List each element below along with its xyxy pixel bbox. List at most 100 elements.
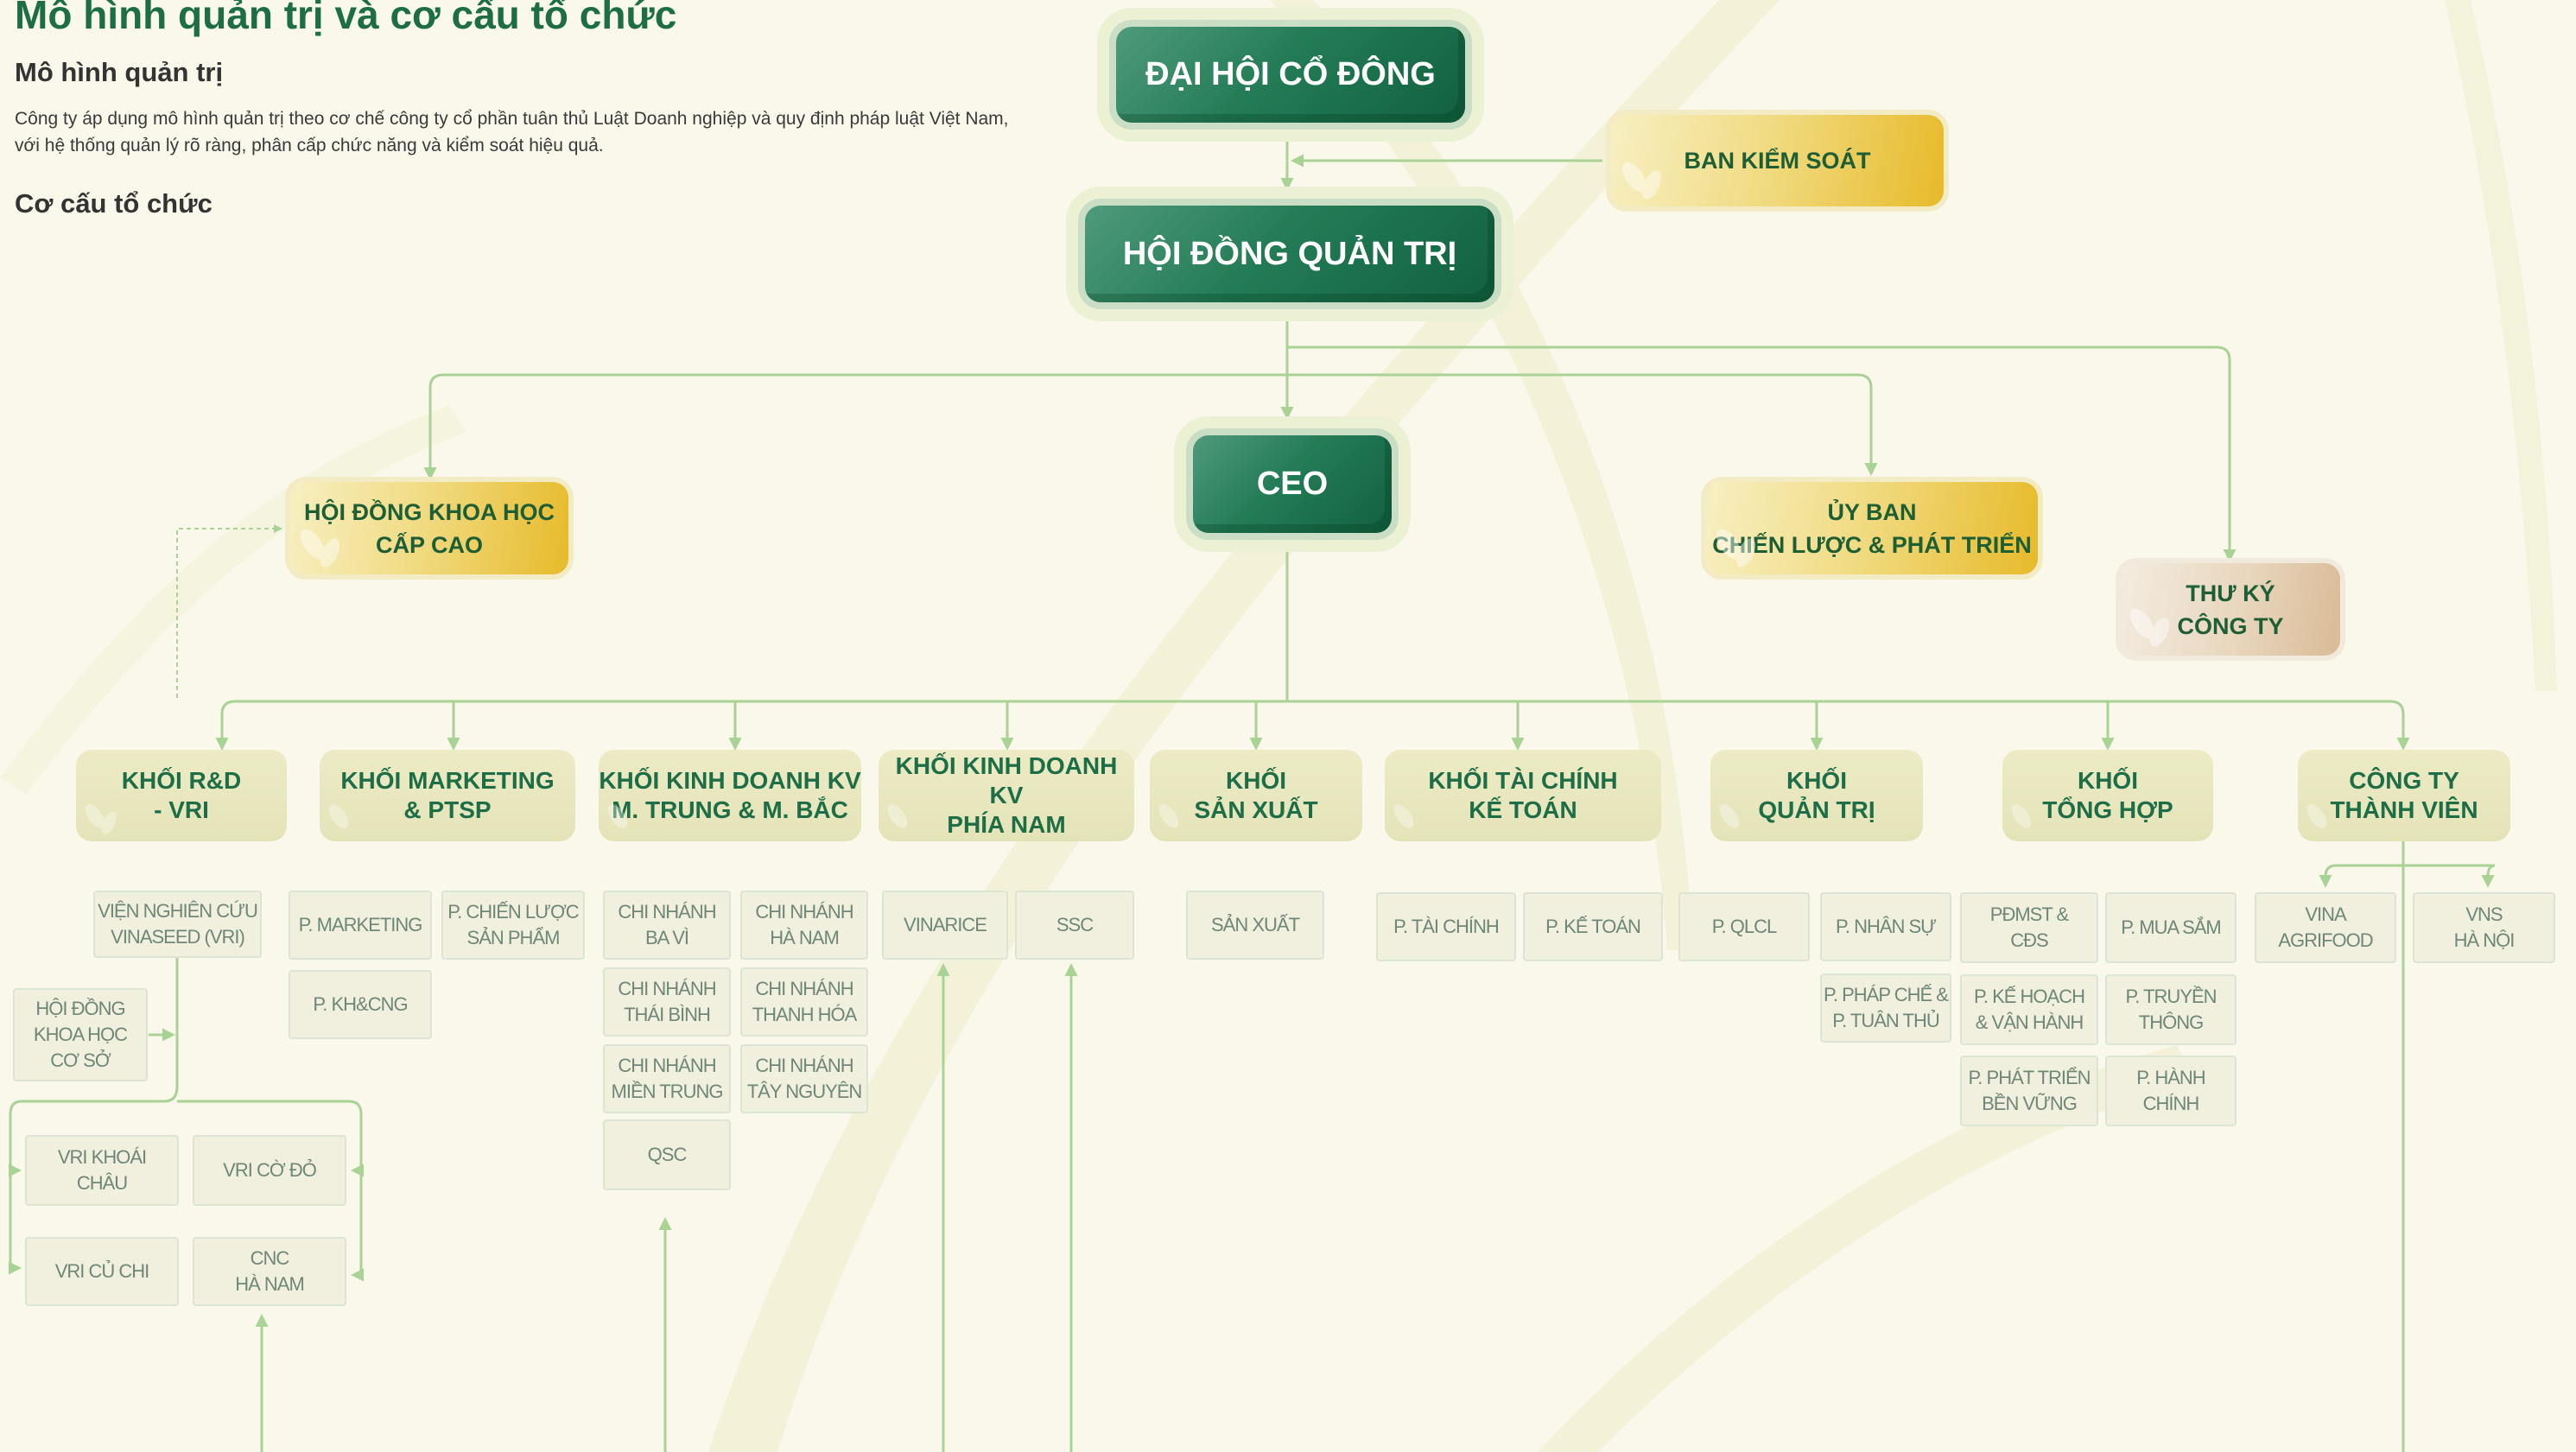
division-sales-north: KHỐI KINH DOANH KV M. TRUNG & M. BẮC [599,750,861,841]
unit-p-truyen-thong: P. TRUYỀN THÔNG [2105,974,2237,1045]
unit-p-marketing-label: P. MARKETING [298,914,423,935]
division-general-label: KHỐI TỔNG HỢP [2042,767,2173,823]
unit-p-phat-trien: P. PHÁT TRIỂN BỀN VỮNG [1960,1056,2098,1126]
unit-vina-agrifood: VINA AGRIFOOD [2255,892,2396,963]
unit-vri-institute-label: VIỆN NGHIÊN CỨU VINASEED (VRI) [98,900,258,948]
unit-pdmst-cds-label: PĐMST & CĐS [1989,904,2069,951]
unit-vri-khoai-chau-label: VRI KHOÁI CHÂU [57,1146,147,1194]
unit-p-phat-trien-label: P. PHÁT TRIỂN BỀN VỮNG [1968,1067,2091,1114]
unit-vns-ha-noi: VNS HÀ NỘI [2413,892,2555,963]
unit-san-xuat: SẢN XUẤT [1186,891,1324,960]
unit-cn-ha-nam-label: CHI NHÁNH HÀ NAM [755,901,853,948]
ceo-box: CEO [1193,435,1392,533]
unit-ssc-label: SSC [1056,914,1094,935]
unit-p-qlcl: P. QLCL [1678,892,1810,961]
unit-p-product-strategy: P. CHIẾN LƯỢC SẢN PHẨM [441,891,585,960]
unit-p-marketing: P. MARKETING [289,891,432,960]
unit-p-hanh-chinh-label: P. HÀNH CHÍNH [2136,1067,2205,1114]
science-council-label: HỘI ĐỒNG KHOA HỌC CẤP CAO [304,498,555,558]
board-label: HỘI ĐỒNG QUẢN TRỊ [1122,235,1457,272]
unit-p-nhan-su: P. NHÂN SỰ [1820,892,1951,961]
shareholders-label: ĐẠI HỘI CỔ ĐÔNG [1145,56,1436,92]
board-box: HỘI ĐỒNG QUẢN TRỊ [1085,206,1494,302]
unit-p-truyen-thong-label: P. TRUYỀN THÔNG [2125,986,2217,1033]
governance-description: Công ty áp dụng mô hình quản trị theo cơ… [15,109,1009,155]
unit-p-phap-che: P. PHÁP CHẾ & P. TUÂN THỦ [1820,973,1951,1043]
division-admin-label: KHỐI QUẢN TRỊ [1758,767,1875,823]
shareholders-box: ĐẠI HỘI CỔ ĐÔNG [1116,27,1465,123]
division-members: CÔNG TY THÀNH VIÊN [2298,750,2510,841]
unit-qsc: QSC [603,1119,731,1190]
unit-p-mua-sam: P. MUA SẮM [2105,892,2237,963]
division-finance: KHỐI TÀI CHÍNH KẾ TOÁN [1385,750,1661,841]
unit-p-ke-toan-label: P. KẾ TOÁN [1545,916,1641,937]
unit-p-nhan-su-label: P. NHÂN SỰ [1836,916,1937,937]
unit-cn-mien-trung-label: CHI NHÁNH MIỀN TRUNG [611,1055,724,1102]
supervisory-label: BAN KIỂM SOÁT [1684,148,1871,174]
unit-qsc-label: QSC [647,1144,688,1165]
unit-vinarice: VINARICE [882,891,1008,960]
secretary-box: THƯ KÝ CÔNG TY [2121,563,2340,656]
unit-p-ke-hoach-label: P. KẾ HOẠCH & VẬN HÀNH [1974,986,2085,1033]
unit-cn-thanh-hoa-label: CHI NHÁNH THANH HÓA [752,978,858,1025]
unit-san-xuat-label: SẢN XUẤT [1210,914,1300,935]
unit-p-khcng: P. KH&CNG [289,970,432,1039]
unit-p-tai-chinh: P. TÀI CHÍNH [1376,892,1516,961]
structure-heading: Cơ cấu tổ chức [15,188,213,219]
division-production-label: KHỐI SẢN XUẤT [1194,767,1318,823]
unit-cn-thai-binh: CHI NHÁNH THÁI BÌNH [603,967,731,1037]
unit-cn-ha-nam: CHI NHÁNH HÀ NAM [740,891,868,960]
unit-vri-co-do-label: VRI CỜ ĐỎ [223,1159,317,1181]
strategy-committee-label: ỦY BAN CHIẾN LƯỢC & PHÁT TRIỂN [1712,498,2032,558]
division-rd-label: KHỐI R&D - VRI [121,767,242,823]
unit-vinarice-label: VINARICE [904,914,987,935]
unit-base-science-council-label: HỘI ĐỒNG KHOA HỌC CƠ SỞ [33,998,128,1071]
unit-cnc-ha-nam: CNC HÀ NAM [193,1237,346,1306]
unit-p-tai-chinh-label: P. TÀI CHÍNH [1393,916,1500,937]
division-marketing-label: KHỐI MARKETING & PTSP [340,767,555,823]
unit-cn-mien-trung: CHI NHÁNH MIỀN TRUNG [603,1044,731,1113]
division-sales-north-label: KHỐI KINH DOANH KV M. TRUNG & M. BẮC [599,767,861,823]
division-admin: KHỐI QUẢN TRỊ [1710,750,1923,841]
unit-vina-agrifood-label: VINA AGRIFOOD [2278,904,2373,951]
unit-vri-khoai-chau: VRI KHOÁI CHÂU [25,1135,179,1206]
unit-cn-tay-nguyen-label: CHI NHÁNH TÂY NGUYÊN [746,1055,863,1102]
unit-vns-ha-noi-label: VNS HÀ NỘI [2453,904,2516,951]
division-production: KHỐI SẢN XUẤT [1150,750,1362,841]
unit-p-ke-toan: P. KẾ TOÁN [1523,892,1663,961]
unit-p-product-strategy-label: P. CHIẾN LƯỢC SẢN PHẨM [447,901,579,948]
unit-ssc: SSC [1015,891,1134,960]
division-finance-label: KHỐI TÀI CHÍNH KẾ TOÁN [1428,767,1618,823]
unit-base-science-council: HỘI ĐỒNG KHOA HỌC CƠ SỞ [13,988,148,1081]
unit-p-qlcl-label: P. QLCL [1711,916,1778,937]
division-general: KHỐI TỔNG HỢP [2002,750,2213,841]
ceo-label: CEO [1256,466,1329,502]
unit-cn-tay-nguyen: CHI NHÁNH TÂY NGUYÊN [740,1044,868,1113]
strategy-committee-box: ỦY BAN CHIẾN LƯỢC & PHÁT TRIỂN [1706,482,2038,574]
unit-vri-institute: VIỆN NGHIÊN CỨU VINASEED (VRI) [93,891,262,958]
unit-vri-cu-chi: VRI CỦ CHI [25,1237,179,1306]
division-marketing: KHỐI MARKETING & PTSP [320,750,575,841]
unit-p-phap-che-label: P. PHÁP CHẾ & P. TUÂN THỦ [1824,984,1949,1031]
supervisory-box: BAN KIỂM SOÁT [1611,115,1944,206]
division-sales-south-label: KHỐI KINH DOANH KV PHÍA NAM [895,752,1118,838]
division-sales-south: KHỐI KINH DOANH KV PHÍA NAM [879,750,1134,841]
unit-pdmst-cds: PĐMST & CĐS [1960,892,2098,963]
unit-p-ke-hoach: P. KẾ HOẠCH & VẬN HÀNH [1960,974,2098,1045]
unit-p-khcng-label: P. KH&CNG [313,993,408,1015]
governance-heading: Mô hình quản trị [15,57,224,87]
unit-cn-ba-vi-label: CHI NHÁNH BA VÌ [618,901,716,948]
division-rd: KHỐI R&D - VRI [76,750,287,841]
unit-p-hanh-chinh: P. HÀNH CHÍNH [2105,1056,2237,1126]
unit-cn-ba-vi: CHI NHÁNH BA VÌ [603,891,731,960]
page-title: Mô hình quản trị và cơ cấu tổ chức [15,0,677,37]
unit-cn-thanh-hoa: CHI NHÁNH THANH HÓA [740,967,868,1037]
unit-vri-cu-chi-label: VRI CỦ CHI [54,1260,150,1282]
secretary-label: THƯ KÝ CÔNG TY [2177,580,2284,639]
unit-p-mua-sam-label: P. MUA SẮM [2121,916,2222,938]
unit-vri-co-do: VRI CỜ ĐỎ [193,1135,346,1206]
division-members-label: CÔNG TY THÀNH VIÊN [2330,767,2478,823]
science-council-box: HỘI ĐỒNG KHOA HỌC CẤP CAO [290,482,568,574]
